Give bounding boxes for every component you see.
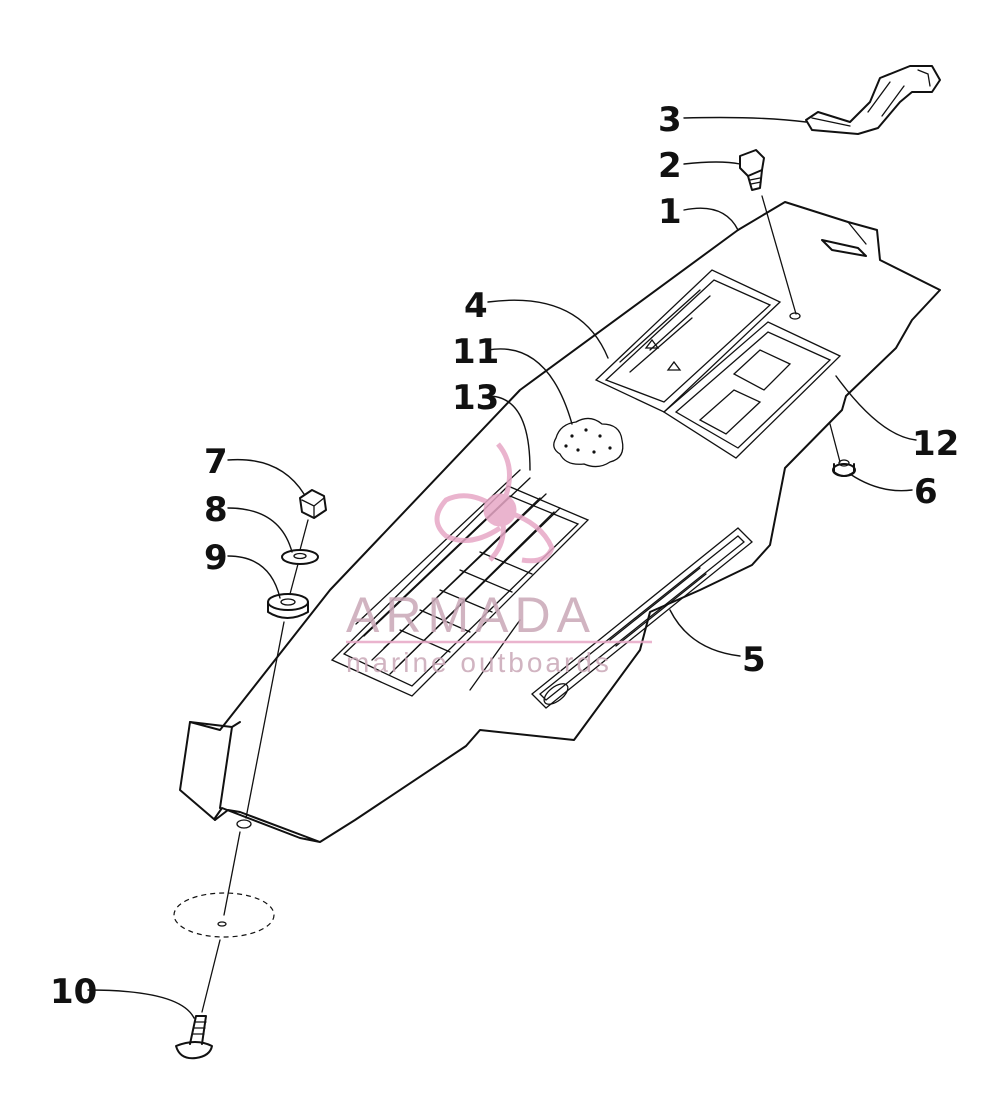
bolt-2 — [739, 149, 765, 191]
callout-13: 13 — [452, 378, 499, 418]
leader-6 — [849, 473, 913, 492]
nut-7 — [299, 489, 327, 519]
decal-panel-12 — [662, 321, 842, 459]
leader-10 — [87, 989, 195, 1019]
leader-12 — [835, 375, 917, 441]
callout-7: 7 — [204, 442, 228, 482]
watermark-tagline: marine outboards — [346, 647, 612, 678]
callout-5: 5 — [742, 640, 766, 680]
callout-2: 2 — [658, 146, 682, 186]
foam-pad-11 — [553, 417, 624, 468]
watermark-brand: ARMADA — [346, 587, 596, 643]
leader-7 — [227, 458, 305, 495]
decal-strip-5 — [531, 527, 753, 709]
callout-9: 9 — [204, 538, 228, 578]
leader-9 — [227, 555, 281, 599]
leader-lines — [87, 116, 917, 1019]
grommet-6 — [832, 459, 856, 477]
leader-5 — [669, 609, 741, 657]
leader-11 — [487, 348, 573, 425]
washer-disc-phantom — [173, 892, 275, 938]
callout-10: 10 — [50, 972, 97, 1012]
leader-4 — [487, 299, 609, 359]
callout-11: 11 — [452, 332, 499, 372]
decal-chart-13 — [330, 469, 590, 697]
callout-4: 4 — [464, 286, 488, 326]
washer-8 — [281, 549, 319, 565]
leader-2 — [683, 161, 741, 165]
callout-12: 12 — [912, 424, 959, 464]
callout-1: 1 — [658, 192, 682, 232]
callout-numbers: 3 2 1 4 11 13 12 6 5 7 8 9 10 — [50, 100, 959, 1012]
leader-1 — [683, 207, 739, 231]
leader-8 — [227, 507, 293, 553]
watermark: ARMADA marine outboards — [346, 442, 652, 678]
callout-8: 8 — [204, 490, 228, 530]
belly-pan — [179, 201, 941, 843]
assembly-lines — [201, 195, 841, 1013]
leader-13 — [487, 395, 531, 471]
callout-6: 6 — [914, 472, 938, 512]
latch-3 — [805, 65, 941, 135]
spacer-9 — [267, 593, 309, 619]
armada-logo-icon — [434, 442, 555, 564]
leader-3 — [683, 116, 807, 123]
screw-10 — [175, 1015, 213, 1060]
decal-warning-4 — [594, 269, 782, 413]
callout-3: 3 — [658, 100, 682, 140]
